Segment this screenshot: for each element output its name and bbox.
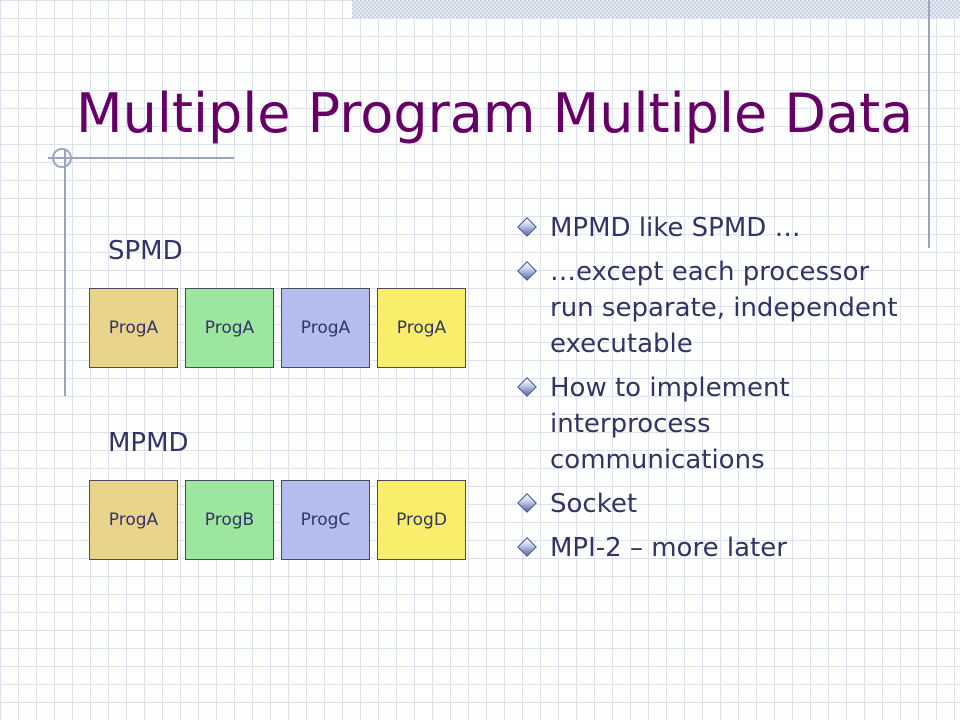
- mpmd-program-box: ProgA: [89, 480, 178, 560]
- bullet-text: …except each processor run separate, ind…: [550, 257, 898, 359]
- bullet-item: MPI-2 – more later: [517, 530, 918, 566]
- bullet-item: …except each processor run separate, ind…: [517, 254, 918, 362]
- mpmd-label: MPMD: [108, 428, 189, 458]
- diamond-bullet-icon: [517, 537, 537, 557]
- spmd-label: SPMD: [108, 236, 183, 266]
- bullet-item: How to implement interprocess communicat…: [517, 370, 918, 478]
- bullet-text: Socket: [550, 489, 638, 519]
- decorative-vertical-line-right: [928, 0, 930, 248]
- spmd-program-box: ProgA: [281, 288, 370, 368]
- bullet-text: MPMD like SPMD …: [550, 213, 801, 243]
- crosshair-icon: [52, 148, 72, 168]
- bullet-item: Socket: [517, 486, 918, 522]
- spmd-program-box: ProgA: [185, 288, 274, 368]
- spmd-program-box: ProgA: [89, 288, 178, 368]
- decorative-top-band: [352, 0, 960, 18]
- bullet-text: How to implement interprocess communicat…: [550, 373, 790, 475]
- bullet-item: MPMD like SPMD …: [517, 210, 918, 246]
- decorative-vertical-line-left: [64, 150, 66, 396]
- diamond-bullet-icon: [517, 217, 537, 237]
- decorative-title-underline: [48, 157, 234, 159]
- diamond-bullet-icon: [517, 493, 537, 513]
- diamond-bullet-icon: [517, 261, 537, 281]
- bullet-text: MPI-2 – more later: [550, 533, 787, 563]
- diamond-bullet-icon: [517, 377, 537, 397]
- mpmd-program-box: ProgC: [281, 480, 370, 560]
- mpmd-program-box: ProgD: [377, 480, 466, 560]
- spmd-program-box: ProgA: [377, 288, 466, 368]
- slide-title: Multiple Program Multiple Data: [76, 82, 914, 145]
- bullet-list: MPMD like SPMD … …except each processor …: [517, 210, 918, 574]
- mpmd-program-box: ProgB: [185, 480, 274, 560]
